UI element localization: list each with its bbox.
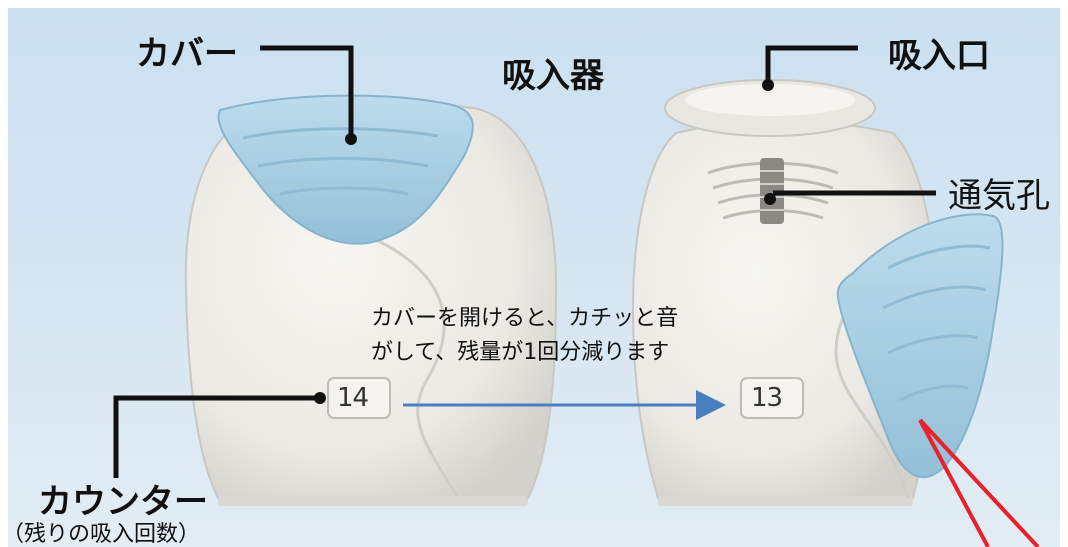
right-inhaler-open-cover [836,213,1004,479]
diagram-canvas: カバー 吸入器 吸入口 通気孔 カバーを開けると、カチッと音 がして、残量が1回… [8,8,1060,547]
left-inhaler-seam [367,234,460,499]
vent-leader-dot [764,193,776,205]
left-cover-ridge [257,157,429,168]
left-counter-window [327,377,391,419]
mouthpiece-leader-dot [762,79,774,91]
vent-holes [707,158,839,224]
mouthpiece-label: 吸入口 [888,36,990,76]
diagram-drawing [113,45,1040,547]
counter-label: カウンター [38,482,208,522]
counter-leader-line [113,395,320,478]
counter-value-after: 13 [751,383,783,413]
red-pointer-arrow [918,418,1040,547]
counter-value-before: 14 [337,383,369,413]
left-cover-ridge [279,186,409,196]
left-inhaler-base [218,496,528,506]
caption-line-1: カバーを開けると、カチッと音 [371,306,679,331]
mouthpiece-top [685,84,855,116]
cover-leader-dot [345,133,357,145]
left-cover-ridge [242,127,439,140]
right-inhaler [631,79,1004,506]
counter-note: （残りの吸入回数） [8,522,201,547]
right-cover-ridge [882,285,987,310]
right-cover-ridge [887,334,979,355]
cover-leader-line [260,45,354,136]
cover-label: カバー [136,34,238,74]
right-cover-ridge [899,384,969,402]
vent-label: 通気孔 [948,176,1050,216]
right-cover-ridge [887,244,991,270]
right-inhaler-base [658,496,913,506]
leader-lines [113,45,936,478]
caption-line-2: がして、残量が1回分減ります [371,340,670,365]
mouthpiece-leader-line [765,45,858,83]
right-counter-window [740,377,804,419]
counter-leader-dot [314,392,326,404]
diagram-title: 吸入器 [502,56,604,96]
